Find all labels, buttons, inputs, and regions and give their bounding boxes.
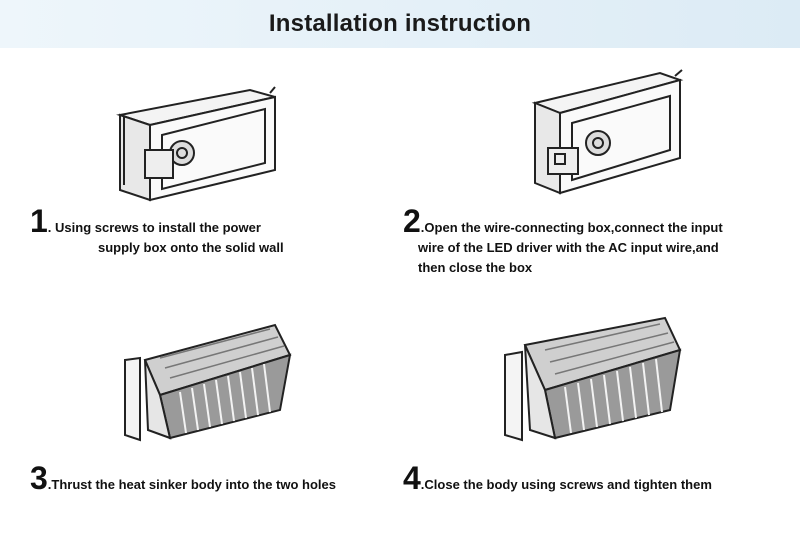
step-3-number: 3 [30,460,48,496]
step-2-number: 2 [403,203,421,239]
mounting-box-illustration-2 [531,69,684,195]
step-2-line-2: wire of the LED driver with the AC input… [403,238,723,258]
heat-sink-illustration-4 [504,316,682,442]
step-2-line-1: 2.Open the wire-connecting box,connect t… [403,205,723,238]
title-banner: Installation instruction [0,0,800,48]
step-2-text-2: wire of the LED driver with the AC input… [418,240,719,255]
step-2-text-3: then close the box [418,260,533,275]
step-4-text-1: .Close the body using screws and tighten… [420,477,712,492]
step-3-text-1: .Thrust the heat sinker body into the tw… [47,477,336,492]
step-3: 3.Thrust the heat sinker body into the t… [30,462,336,495]
step-2-text-1: .Open the wire-connecting box,connect th… [420,220,723,235]
step-2: 2.Open the wire-connecting box,connect t… [403,205,723,278]
step-4-number: 4 [403,460,421,496]
step-1: 1. Using screws to install the power sup… [30,205,284,258]
step-4: 4.Close the body using screws and tighte… [403,462,712,495]
mounting-box-illustration-1 [116,86,276,202]
step-1-line-2: supply box onto the solid wall [30,238,284,258]
step-1-line-1: 1. Using screws to install the power [30,205,284,238]
step-3-line-1: 3.Thrust the heat sinker body into the t… [30,462,336,495]
step-1-number: 1 [30,203,48,239]
step-4-line-1: 4.Close the body using screws and tighte… [403,462,712,495]
step-1-text-2: supply box onto the solid wall [98,240,284,255]
step-1-text-1: . Using screws to install the power [47,220,261,235]
page-title: Installation instruction [268,10,532,37]
step-2-line-3: then close the box [403,258,723,278]
heat-sink-illustration-3 [124,323,292,442]
